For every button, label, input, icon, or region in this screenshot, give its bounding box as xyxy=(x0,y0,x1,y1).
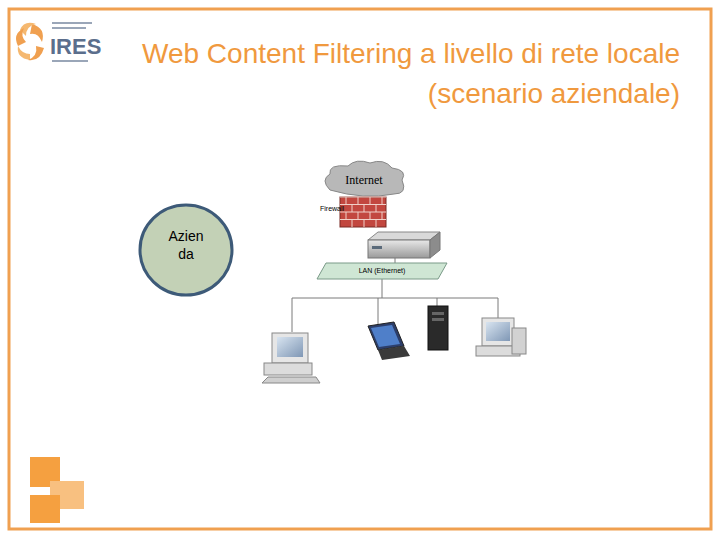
node-text: Azien da xyxy=(162,227,210,263)
cloud-shape xyxy=(325,161,404,196)
brick-wall xyxy=(340,197,386,227)
desktop-pc-right xyxy=(476,318,526,356)
node-text: LAN (Ethernet) xyxy=(359,267,406,275)
corner-blocks xyxy=(30,457,84,523)
slide-title: Web Content Filtering a livello di rete … xyxy=(96,34,680,114)
internet-cloud: Internet xyxy=(320,158,408,198)
circle-shape xyxy=(140,205,232,295)
company-circle: Azien da xyxy=(138,203,234,297)
firewall-node: Firewall xyxy=(320,195,388,229)
server-appliance xyxy=(368,232,440,258)
node-text: Internet xyxy=(345,173,382,188)
laptop xyxy=(368,322,410,360)
tower-pc xyxy=(428,306,448,350)
desktop-pc-left xyxy=(262,333,320,383)
band-shape xyxy=(317,263,447,279)
lan-band: LAN (Ethernet) xyxy=(316,262,448,280)
logo-text: IRES xyxy=(50,34,101,60)
slide-frame xyxy=(9,9,711,529)
logo-swirl xyxy=(16,23,44,60)
network-wires xyxy=(292,257,498,332)
node-text: Firewall xyxy=(320,205,344,213)
